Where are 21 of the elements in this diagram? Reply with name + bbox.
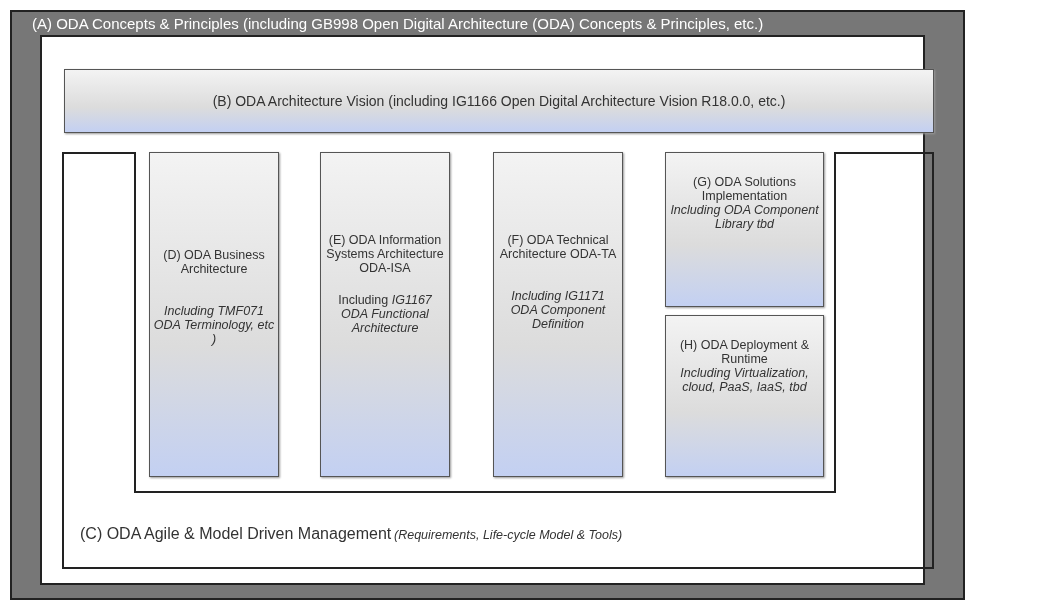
- frame-title: (A) ODA Concepts & Principles (including GB998 Open Digital Architecture (ODA) Concepts & Principles, etc.): [32, 15, 764, 32]
- architecture-box: [320, 152, 450, 477]
- frame-label: (C) ODA Agile & Model Driven Management: [80, 525, 392, 543]
- box-heading: (F) ODA Technical Architecture ODA-TA: [498, 233, 618, 261]
- architecture-box: [149, 152, 279, 477]
- box-note: Including TMF071 ODA Terminology, etc ): [153, 304, 275, 346]
- architecture-box: [665, 315, 824, 477]
- box-note: Including ODA Component Library tbd: [669, 203, 820, 231]
- box-heading: (E) ODA Information Systems Architecture ODA-ISA: [325, 233, 445, 275]
- box-heading: (D) ODA Business Architecture: [162, 248, 266, 276]
- box-note: Including Virtualization, cloud, PaaS, IaaS, tbd: [679, 366, 810, 394]
- frame-label: (Requirements, Life-cycle Model & Tools): [394, 528, 623, 542]
- stepped-frame: [62, 152, 934, 569]
- architecture-box: [493, 152, 623, 477]
- box-heading: (G) ODA Solutions Implementation: [692, 175, 797, 203]
- box-heading: (B) ODA Architecture Vision (including IG1166 Open Digital Architecture Vision R18.0.0, etc.): [212, 93, 786, 109]
- architecture-box: [665, 152, 824, 307]
- box-note: Including IG1167 ODA Functional Architecture: [337, 293, 433, 335]
- box-note: Including IG1171 ODA Component Definition: [509, 289, 607, 331]
- box-heading: (H) ODA Deployment & Runtime: [678, 338, 811, 366]
- vision-box: [64, 69, 934, 133]
